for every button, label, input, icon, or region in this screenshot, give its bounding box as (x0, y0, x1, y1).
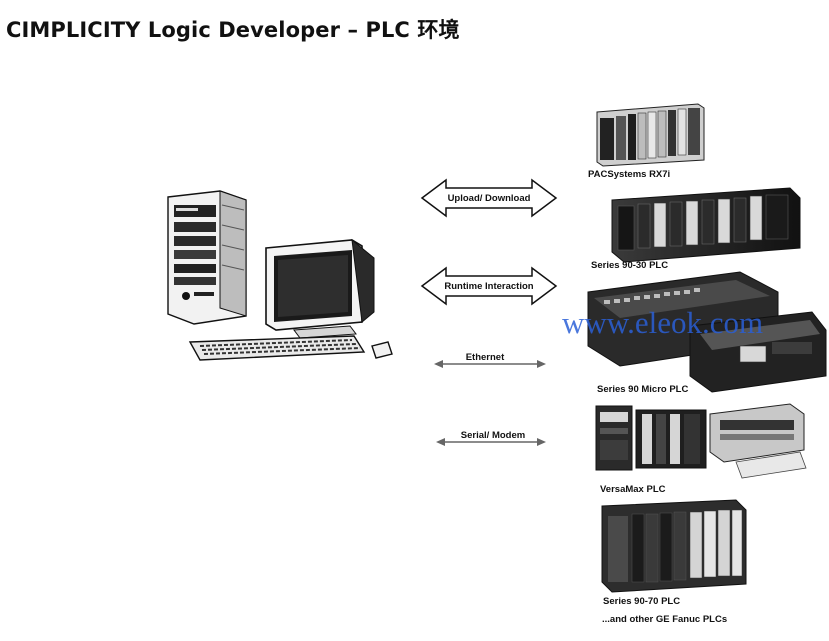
plc-name: PACSystems RX7i (588, 169, 670, 180)
plc-series-90-30: Series 90-30 PLC (591, 187, 801, 271)
plc-name: Series 90 Micro PLC (597, 384, 688, 395)
plc-series-90-70: Series 90-70 PLC (601, 499, 747, 607)
plc-series-90-micro: Series 90 Micro PLC (587, 271, 827, 395)
rack-plc-icon (601, 499, 747, 593)
connection-serial-modem: Serial/ Modem (436, 430, 546, 446)
plc-versamax: VersaMax PLC (595, 403, 807, 495)
keyboard-icon (188, 335, 366, 361)
watermark: www.eleok.com (562, 305, 763, 340)
monitor-icon (265, 238, 375, 339)
double-arrow-icon (420, 266, 558, 306)
pc-tower-icon (167, 190, 247, 325)
connection-ethernet: Ethernet (434, 352, 546, 368)
plc-name: Series 90-30 PLC (591, 260, 668, 271)
mouse-icon (371, 341, 393, 359)
thin-double-arrow-icon (434, 360, 546, 368)
connection-label: Upload/ Download (448, 193, 531, 204)
rack-plc-icon (596, 103, 705, 167)
computer-icon (167, 190, 393, 361)
connection-runtime-interaction: Runtime Interaction (420, 266, 558, 306)
rack-plc-icon (611, 187, 801, 263)
plc-name: VersaMax PLC (600, 484, 666, 495)
connection-upload-download: Upload/ Download (420, 178, 558, 218)
page-title: CIMPLICITY Logic Developer – PLC 环境 (6, 18, 460, 42)
connection-label: Serial/ Modem (461, 430, 525, 441)
plc-name: Series 90-70 PLC (603, 596, 680, 607)
connection-label: Runtime Interaction (444, 281, 533, 292)
footer-note: ...and other GE Fanuc PLCs (602, 614, 727, 625)
connection-label: Ethernet (466, 352, 505, 363)
plc-pacsystems-rx7i: PACSystems RX7i (588, 103, 705, 180)
double-arrow-icon (420, 178, 558, 218)
micro-plc-icon (587, 271, 827, 393)
modular-plc-icon (595, 403, 807, 479)
thin-double-arrow-icon (436, 438, 546, 446)
